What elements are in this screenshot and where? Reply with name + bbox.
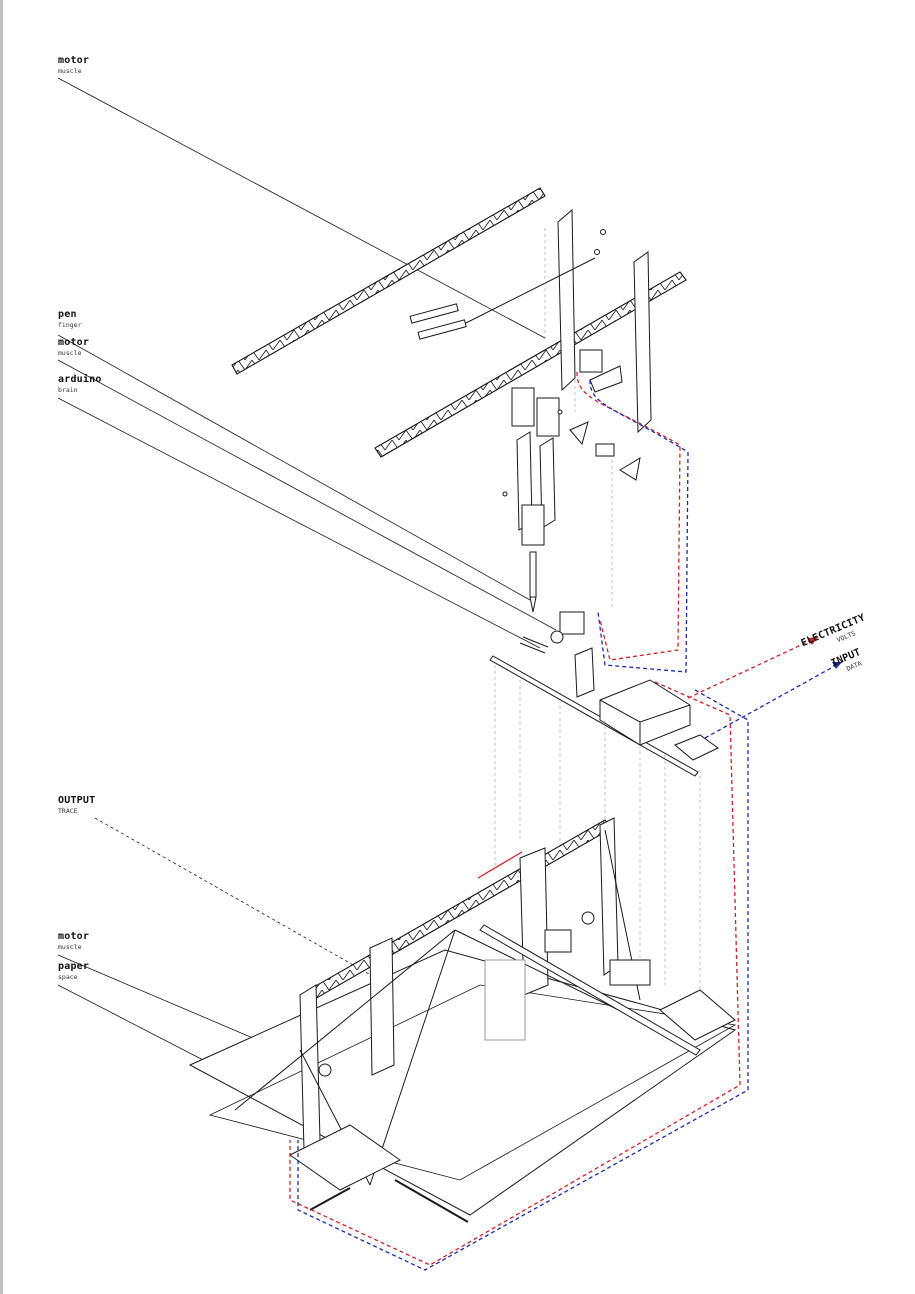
callout-title: OUTPUT: [58, 795, 96, 806]
leader-line-pen: [57, 334, 531, 601]
servo-assembled: [544, 929, 572, 953]
diagonal-brace-1: [234, 929, 456, 1111]
callout-motor-low: motor muscle: [58, 932, 89, 951]
spacer-block-a: [409, 303, 459, 324]
left-column: [299, 984, 321, 1151]
arduino-box: [599, 679, 691, 746]
callout-title: motor: [58, 931, 90, 942]
diagonal-brace-2: [369, 929, 456, 1186]
callout-subtitle: TRACE: [58, 807, 78, 815]
base-rod: [394, 1179, 469, 1223]
pen-tip: [529, 596, 537, 613]
left-gantry-post: [557, 208, 576, 392]
right-gantry-post: [633, 251, 652, 434]
electronics: [489, 655, 719, 777]
data-arrowhead: [832, 662, 842, 669]
callout-subtitle: muscle: [58, 349, 82, 357]
callout-title: motor: [58, 55, 90, 66]
toothed-belt: [489, 655, 699, 777]
bolt-3: [557, 409, 563, 415]
motor-mount: [574, 647, 595, 698]
pen-body: [529, 551, 537, 598]
callout-title: paper: [58, 961, 90, 972]
callout-subtitle: space: [58, 973, 78, 981]
spacer-block-b: [417, 319, 467, 340]
data-arrow-line: [704, 661, 843, 739]
arduino-board: [674, 734, 719, 761]
rail-bar: [479, 924, 701, 1056]
callout-title: arduino: [58, 374, 102, 385]
callout-subtitle: brain: [58, 386, 78, 394]
carriage-plate-b: [536, 397, 560, 437]
callout-output: OUTPUT TRACE: [58, 796, 95, 815]
callout-paper: paper space: [58, 962, 89, 981]
callout-motor-mid: motor muscle: [58, 338, 89, 357]
leader-line-motor-top: [57, 77, 546, 339]
servo-bracket: [589, 365, 623, 393]
paper-sheet: [188, 949, 737, 1216]
carriage-motion-arrow: [477, 851, 523, 879]
carriage-column-left: [369, 937, 395, 1076]
electricity-arrowhead: [808, 637, 818, 645]
wiring: [289, 371, 843, 1271]
callout-title: motor: [58, 337, 90, 348]
electricity-arrow-line: [687, 636, 819, 699]
arduino-assembled: [609, 959, 651, 986]
triangle-bracket-a: [569, 421, 589, 446]
arrowheads: [808, 637, 842, 669]
assembled-machine: [188, 817, 737, 1223]
motor-housing: [559, 611, 585, 635]
exploded-gantry: [231, 187, 687, 546]
callout-subtitle: muscle: [58, 943, 82, 951]
motor-gear: [550, 630, 564, 644]
pulley-left: [318, 1063, 332, 1077]
cable-clip: [595, 443, 615, 457]
page-edge: [0, 0, 3, 1294]
leader-line-arduino: [57, 397, 541, 649]
carriage-plate-a: [511, 387, 535, 427]
callout-subtitle: muscle: [58, 67, 82, 75]
foot-plate-right: [659, 989, 736, 1041]
callout-motor-top: motor muscle: [58, 56, 89, 75]
axle-pin-a: [519, 642, 546, 654]
data-wire: [297, 379, 749, 1271]
pen-holder-block: [521, 504, 545, 546]
gantry-rod: [459, 257, 596, 327]
right-column: [599, 817, 619, 976]
foot-plate-left: [289, 1124, 401, 1191]
crank-handle: [309, 1187, 351, 1211]
callout-subtitle: finger: [58, 321, 82, 329]
callout-title: pen: [58, 309, 77, 320]
projection-lines: [494, 228, 701, 1010]
triangle-bracket-b: [619, 457, 641, 481]
bolt-1: [600, 229, 606, 235]
callout-arduino: arduino brain: [58, 375, 102, 394]
bolt-2: [594, 249, 600, 255]
bolt-4: [502, 491, 508, 497]
pulley-right: [581, 911, 595, 925]
callout-pen: pen finger: [58, 310, 81, 329]
pen-assembly: [519, 551, 595, 698]
axle-pin-b: [522, 636, 549, 648]
servo-motor-top: [579, 349, 603, 373]
ghost-pen-block: [484, 959, 526, 1041]
electricity-wire: [289, 371, 741, 1266]
leader-line-motor-mid: [57, 359, 557, 631]
